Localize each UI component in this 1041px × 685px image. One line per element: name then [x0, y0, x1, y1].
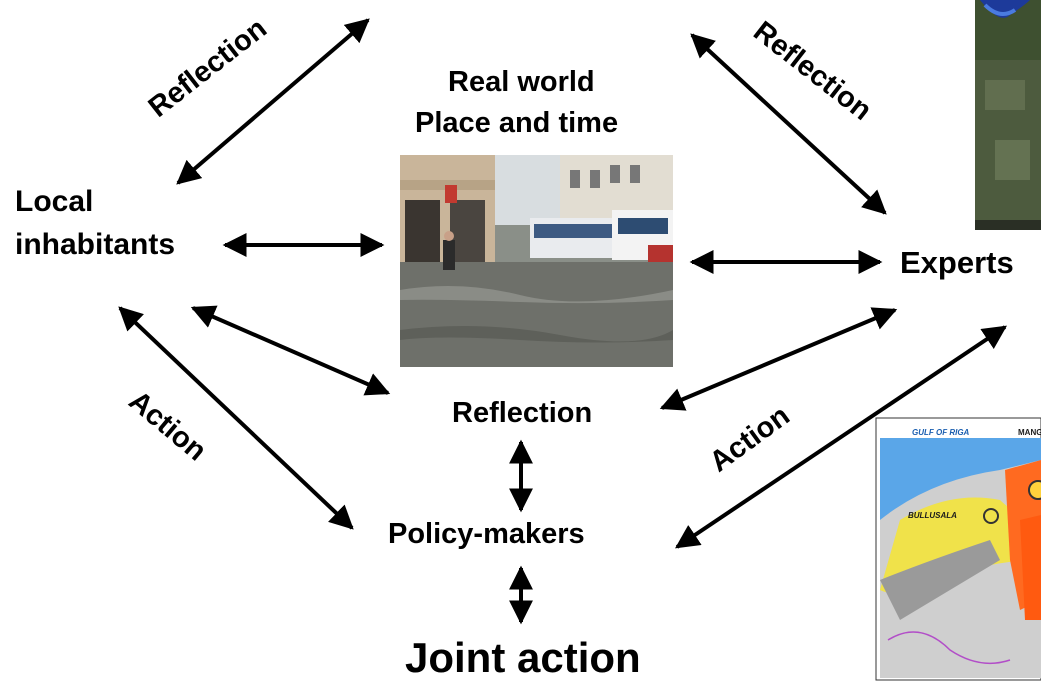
local-inhabitants-line1: Local: [15, 185, 94, 218]
map-gulf-label: GULF OF RIGA: [912, 428, 970, 437]
reflection-center-label: Reflection: [452, 397, 593, 429]
arrow-reflection-left: [176, 18, 370, 185]
map-manga-label: MANG: [1018, 428, 1041, 437]
satellite-image: [975, 0, 1041, 230]
arrow-local-reflection: [190, 305, 391, 396]
arrow-experts-reflection: [659, 307, 898, 411]
arrow-reflection-right: [690, 33, 887, 215]
policy-makers-label: Policy-makers: [388, 518, 585, 550]
realworld-title-line2: Place and time: [415, 107, 619, 139]
realworld-title-line1: Real world: [448, 66, 595, 98]
local-inhabitants-line2: inhabitants: [15, 228, 176, 261]
flood-map-image: [875, 417, 1041, 681]
arrow-action-right: [675, 325, 1007, 549]
map-bullusala-label: BULLUSALA: [908, 511, 957, 520]
flooded-street-photo: [400, 155, 673, 367]
arrow-action-left: [118, 306, 354, 530]
joint-action-label: Joint action: [405, 634, 641, 681]
experts-label: Experts: [900, 245, 1014, 280]
